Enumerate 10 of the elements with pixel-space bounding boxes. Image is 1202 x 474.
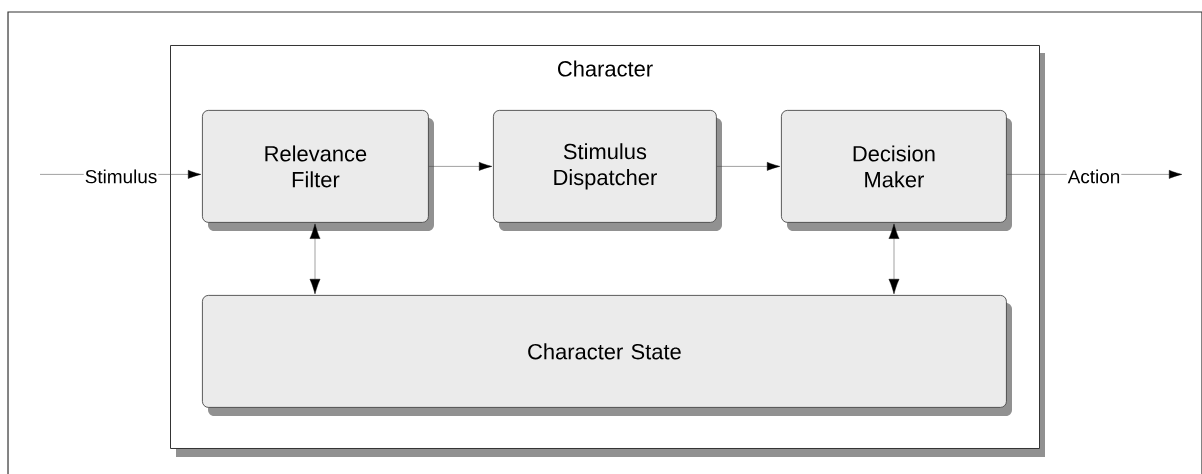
- process-box: Stimulus Dispatcher: [493, 110, 722, 231]
- arrow: [716, 162, 781, 171]
- process-box: Character State: [202, 295, 1012, 416]
- arrow: [428, 162, 493, 171]
- edge-label: Action: [1066, 168, 1122, 185]
- arrow: [888, 223, 900, 295]
- process-box: Relevance Filter: [202, 110, 434, 231]
- process-box: Decision Maker: [781, 110, 1012, 231]
- arrow: [309, 223, 321, 295]
- edge-label: Stimulus: [83, 168, 159, 185]
